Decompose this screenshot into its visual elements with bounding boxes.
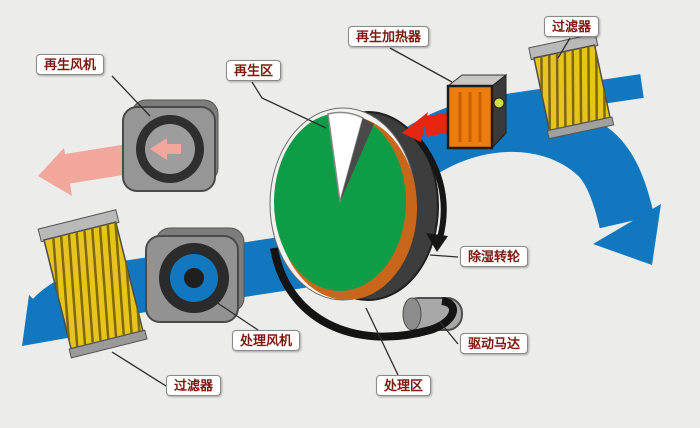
fan-exhaust-arrow-glyph bbox=[150, 138, 167, 160]
label-drive-motor: 驱动马达 bbox=[460, 333, 529, 354]
label-regeneration-heater: 再生加热器 bbox=[348, 26, 430, 47]
label-dehumid-wheel: 除湿转轮 bbox=[460, 246, 529, 267]
regeneration-heater-graphic bbox=[446, 73, 508, 150]
process-fan-graphic bbox=[145, 227, 245, 323]
drive-belt bbox=[270, 247, 457, 341]
dehumidifier-wheel-graphic bbox=[269, 107, 439, 301]
indicator-light bbox=[493, 97, 505, 109]
label-process-fan: 处理风机 bbox=[232, 330, 301, 351]
label-filter-top: 过滤器 bbox=[544, 16, 600, 37]
label-regeneration-zone: 再生区 bbox=[226, 60, 282, 81]
process-air-outlet-arrow bbox=[372, 95, 661, 265]
regeneration-fan-graphic bbox=[122, 99, 219, 192]
label-process-zone: 处理区 bbox=[376, 375, 432, 396]
regen-sector-wedge bbox=[327, 111, 364, 203]
filter-top-graphic bbox=[528, 33, 615, 140]
leader-lines bbox=[111, 37, 571, 387]
label-filter-bottom: 过滤器 bbox=[166, 375, 222, 396]
label-regeneration-fan: 再生风机 bbox=[36, 54, 105, 75]
